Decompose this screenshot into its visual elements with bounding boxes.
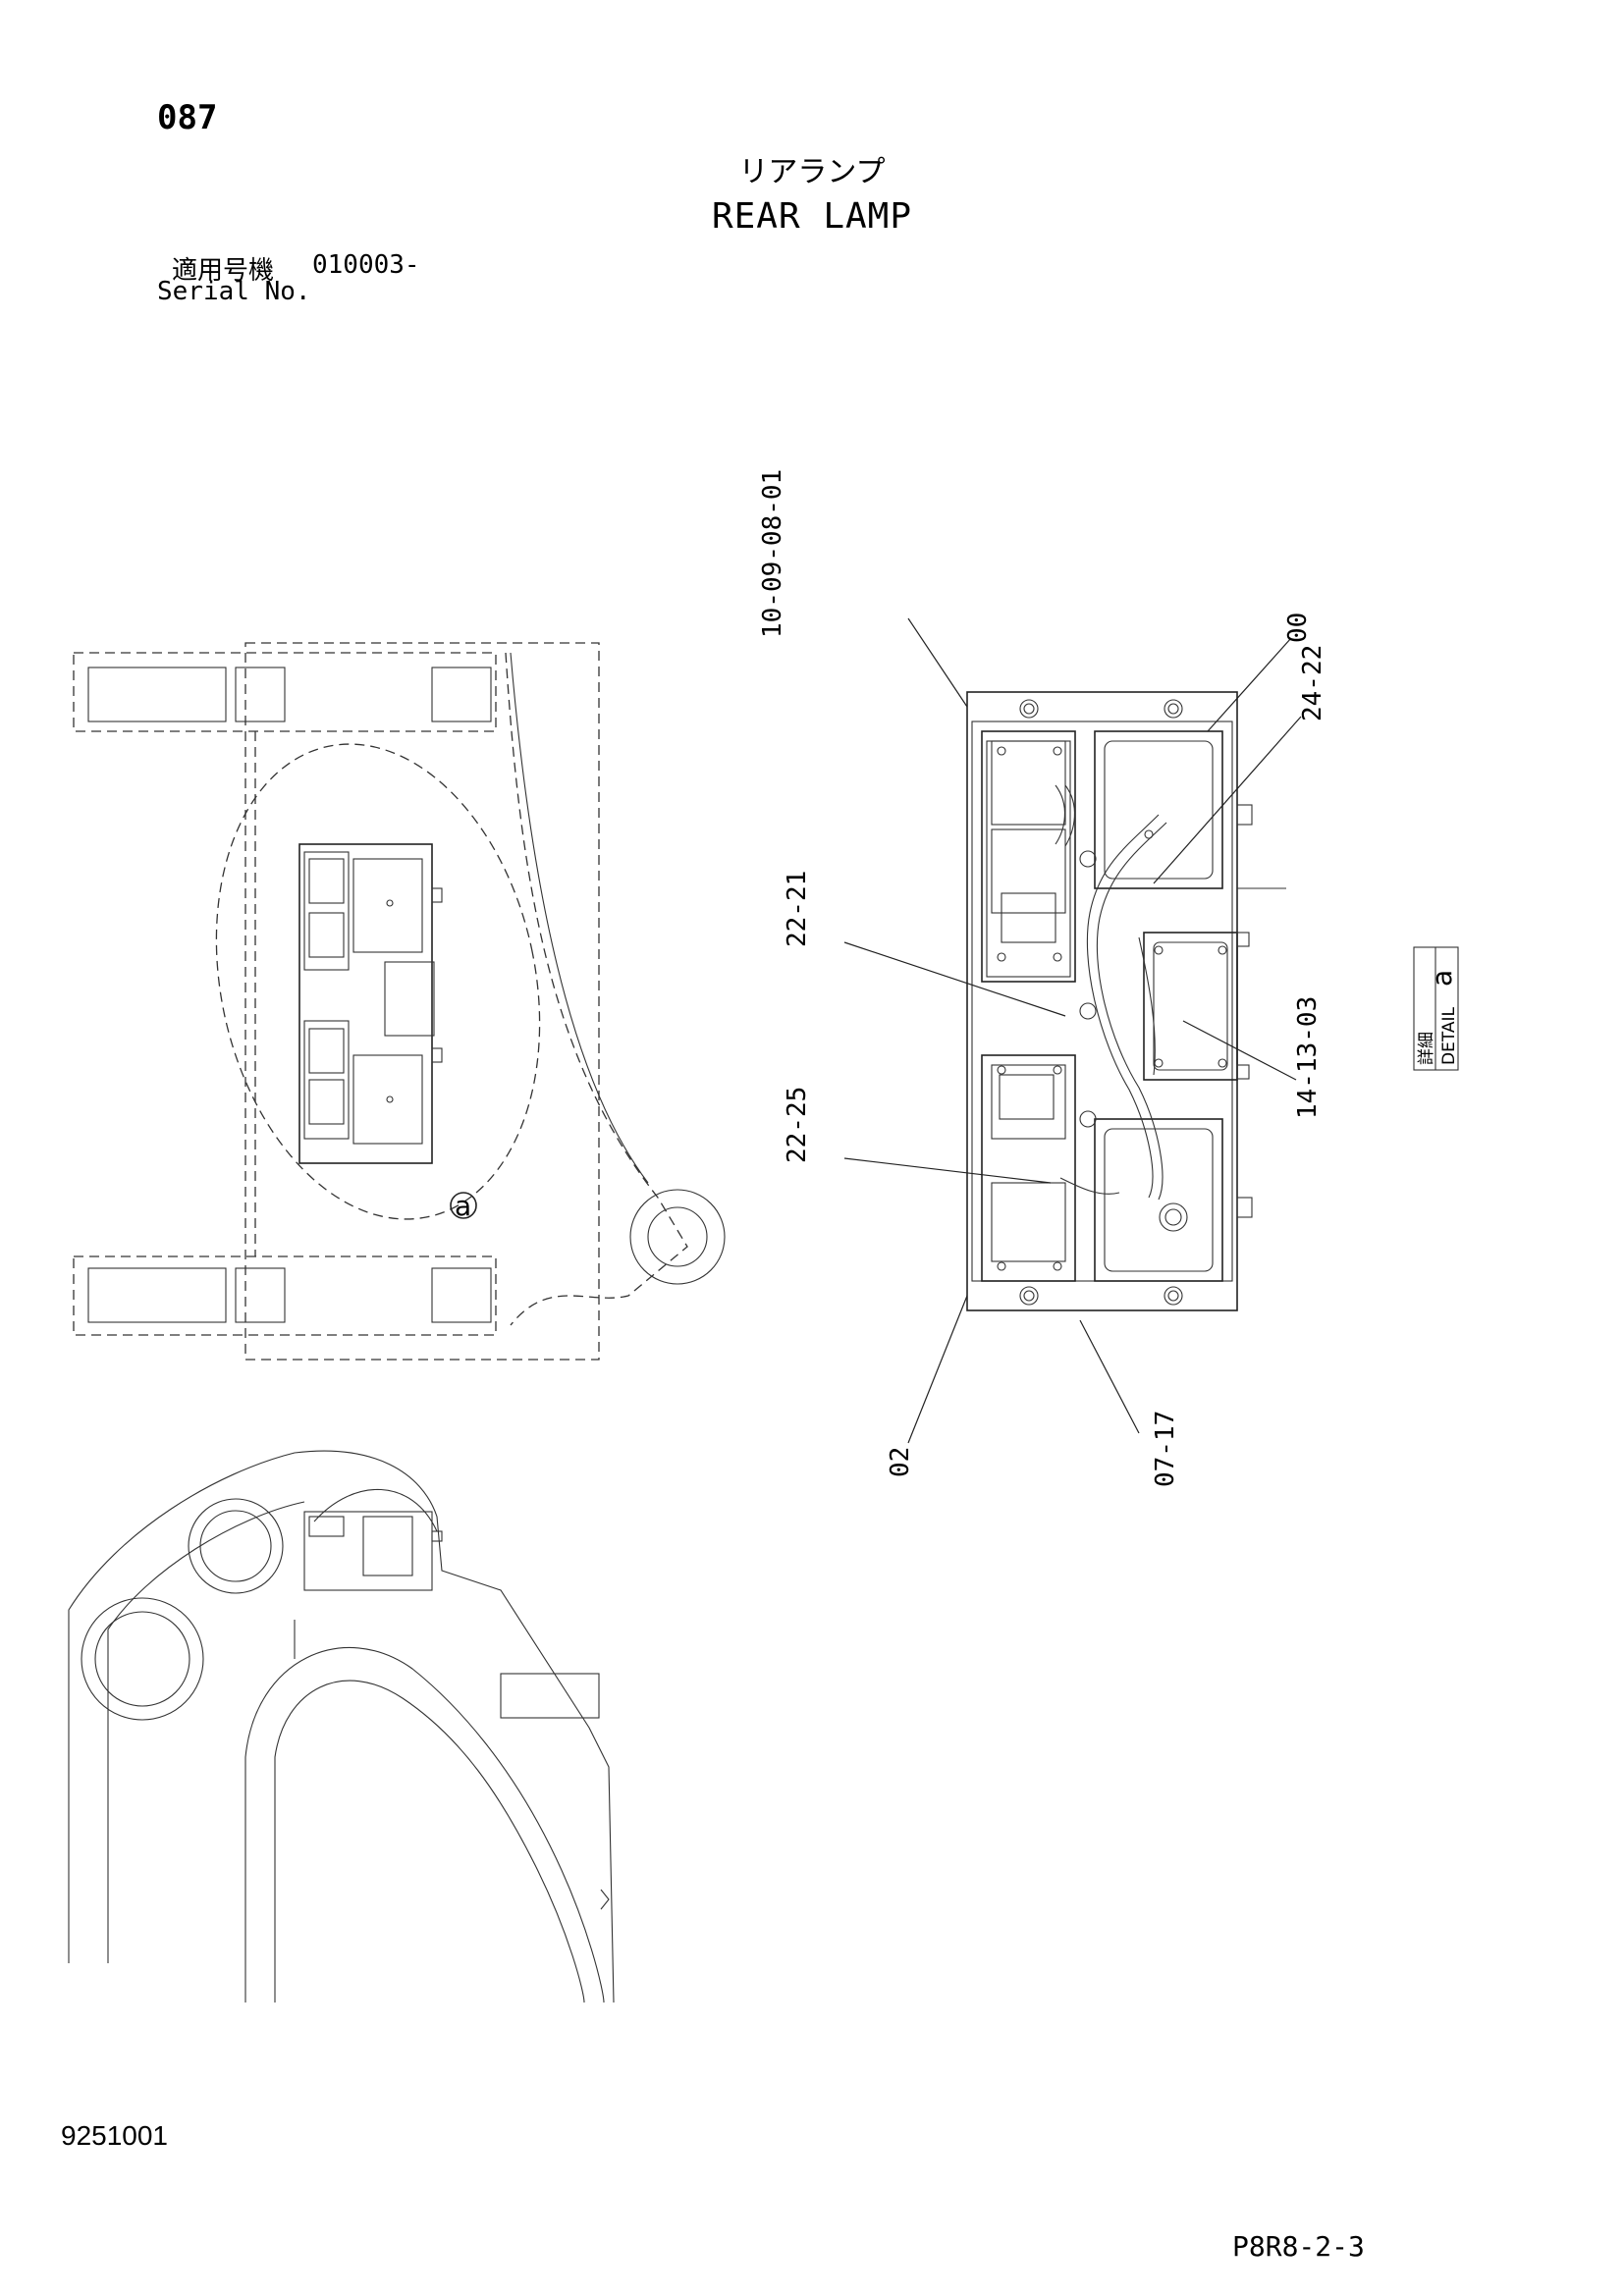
frame-side-view — [68, 1450, 615, 2003]
frame-overview: a — [73, 642, 726, 1361]
callout-14-13-03: 14-13-03 — [1293, 996, 1323, 1119]
callout-02: 02 — [886, 1447, 915, 1477]
callout-24-22: 24-22 — [1298, 645, 1327, 721]
serial-label-japanese: 適用号機 — [172, 256, 275, 286]
callout-07-17: 07-17 — [1151, 1411, 1180, 1487]
detail-marker-a: a — [455, 1190, 471, 1222]
serial-label-english: Serial No. — [157, 277, 311, 306]
detail-label-jp: 詳細 — [1417, 1032, 1436, 1065]
callouts: 10-09-08-01 00 24-22 22-21 22-25 14-13-0… — [758, 469, 1327, 1487]
detail-label: 詳細 DETAIL a — [1413, 946, 1459, 1071]
document-id: 9251001 — [61, 2120, 169, 2151]
detail-label-en: DETAIL — [1439, 1006, 1459, 1065]
callout-00: 00 — [1283, 613, 1313, 643]
page-code: P8R8-2-3 — [1232, 2230, 1365, 2263]
title-english: REAR LAMP — [711, 196, 913, 237]
callout-22-25: 22-25 — [783, 1087, 812, 1163]
leader-lines — [843, 617, 1302, 1444]
lamp-assembly-detail — [966, 691, 1286, 1311]
title-japanese: リアランプ — [738, 155, 886, 189]
page-number: 087 — [157, 98, 218, 137]
callout-10-09-08-01: 10-09-08-01 — [758, 469, 787, 638]
detail-letter: a — [1426, 970, 1458, 987]
serial-number-value: 010003- — [312, 250, 420, 280]
callout-22-21: 22-21 — [783, 871, 812, 947]
